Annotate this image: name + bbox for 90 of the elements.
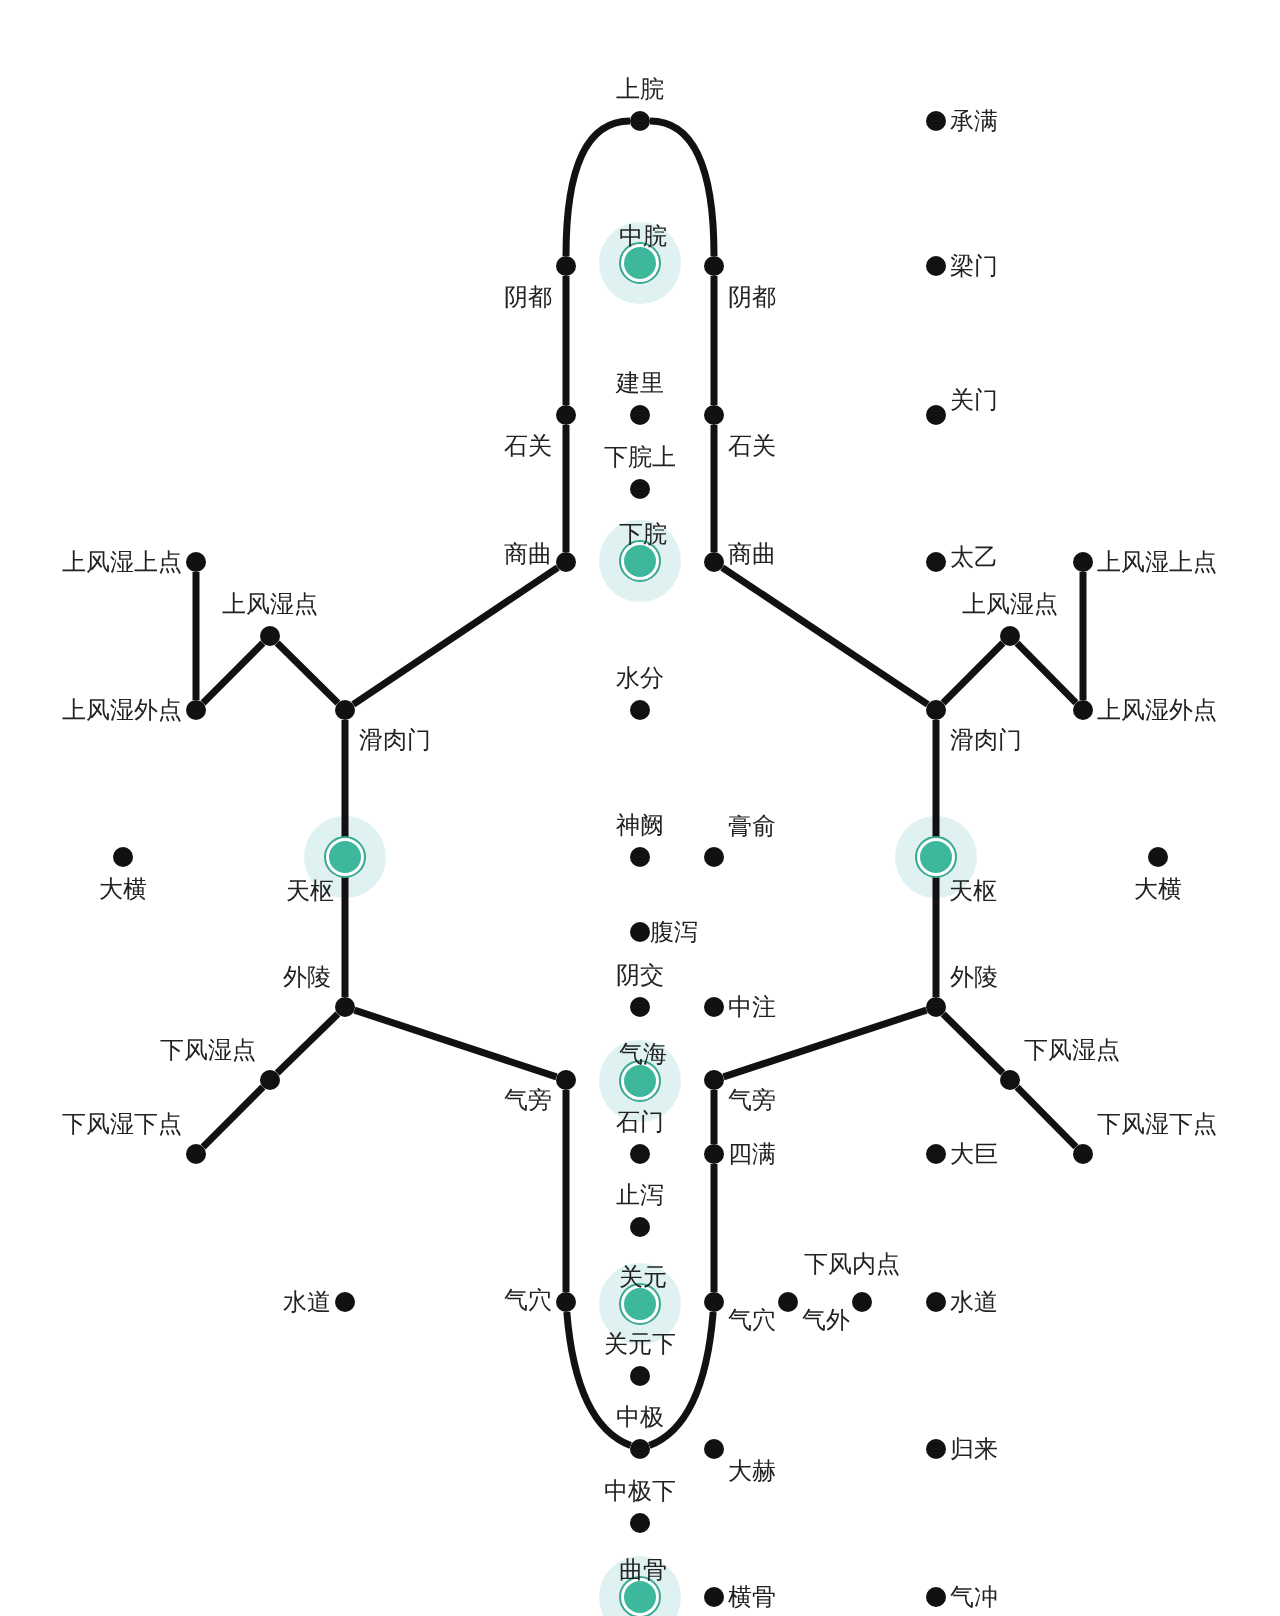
point-label: 四满 xyxy=(728,1142,776,1166)
point-label: 石关 xyxy=(504,434,552,458)
point-label: 气旁 xyxy=(504,1088,552,1112)
meridian-line xyxy=(341,876,349,997)
point-label: 建里 xyxy=(616,371,664,395)
meridian-line xyxy=(710,1090,718,1144)
meridian-line xyxy=(200,1084,266,1150)
meridian-line xyxy=(1014,640,1079,706)
meridian-line xyxy=(563,1311,633,1449)
meridian-line xyxy=(562,117,631,257)
meridian-line xyxy=(562,276,570,405)
point-label: 石门 xyxy=(616,1110,664,1134)
point-label: 外陵 xyxy=(283,965,331,989)
point-label: 下风湿点 xyxy=(160,1038,256,1062)
meridian-line xyxy=(274,1011,341,1076)
point-label: 商曲 xyxy=(728,542,776,566)
point-label: 外陵 xyxy=(950,965,998,989)
point-label: 上风湿外点 xyxy=(1097,698,1217,722)
point-label: 下脘 xyxy=(619,522,667,546)
point-label: 下风湿点 xyxy=(1024,1038,1120,1062)
point-label: 中极下 xyxy=(604,1479,676,1503)
meridian-line xyxy=(353,1006,558,1081)
meridian-line xyxy=(940,1011,1006,1076)
point-label: 上风湿上点 xyxy=(62,550,182,574)
meridian-line xyxy=(932,876,940,997)
point-label: 梁门 xyxy=(950,254,998,278)
point-label: 气海 xyxy=(619,1042,667,1066)
meridian-line xyxy=(710,1164,718,1292)
point-label: 承满 xyxy=(950,109,998,133)
point-label: 下脘上 xyxy=(604,445,676,469)
point-label: 关元 xyxy=(619,1265,667,1289)
point-label: 气穴 xyxy=(504,1288,552,1312)
point-label: 上风湿外点 xyxy=(62,698,182,722)
point-label: 上风湿点 xyxy=(962,592,1058,616)
point-label: 气旁 xyxy=(728,1088,776,1112)
point-label: 中脘 xyxy=(619,224,667,248)
meridian-line xyxy=(647,1311,717,1449)
point-label: 关门 xyxy=(950,388,998,412)
point-label: 大横 xyxy=(99,877,147,901)
point-label: 曲骨 xyxy=(619,1558,667,1582)
meridian-line xyxy=(351,564,560,708)
point-label: 阴都 xyxy=(728,285,776,309)
meridian-line xyxy=(932,720,940,838)
meridian-line xyxy=(274,640,341,706)
point-label: 归来 xyxy=(950,1437,998,1461)
point-label: 上风湿点 xyxy=(222,592,318,616)
meridian-line xyxy=(341,720,349,838)
point-label: 商曲 xyxy=(504,542,552,566)
meridian-line xyxy=(649,117,718,257)
point-label: 天枢 xyxy=(286,879,334,903)
point-label: 下风湿下点 xyxy=(1097,1112,1217,1136)
point-label: 大横 xyxy=(1134,877,1182,901)
point-label: 气外 xyxy=(802,1308,850,1332)
point-label: 横骨 xyxy=(728,1585,776,1609)
point-label: 腹泻 xyxy=(650,920,698,944)
point-label: 水道 xyxy=(283,1290,331,1314)
meridian-line xyxy=(722,1006,928,1081)
point-label: 气冲 xyxy=(950,1585,998,1609)
point-label: 关元下 xyxy=(604,1332,676,1356)
point-label: 大赫 xyxy=(728,1459,776,1483)
meridian-line xyxy=(710,276,718,405)
meridian-line xyxy=(710,425,718,552)
meridian-line xyxy=(1079,572,1087,700)
meridian-line xyxy=(192,572,200,700)
point-label: 上脘 xyxy=(616,77,664,101)
meridian-line xyxy=(1014,1084,1079,1150)
meridian-line xyxy=(720,564,930,708)
meridian-line xyxy=(940,640,1006,706)
point-label: 太乙 xyxy=(950,545,998,569)
point-label: 阴都 xyxy=(504,285,552,309)
point-label: 水分 xyxy=(616,666,664,690)
point-label: 气穴 xyxy=(728,1308,776,1332)
point-label: 中注 xyxy=(728,995,776,1019)
point-label: 上风湿上点 xyxy=(1097,550,1217,574)
meridian-line xyxy=(562,1090,570,1292)
point-label: 滑肉门 xyxy=(950,728,1022,752)
point-label: 止泻 xyxy=(616,1183,664,1207)
point-label: 大巨 xyxy=(950,1142,998,1166)
meridian-line xyxy=(200,640,266,706)
point-label: 阴交 xyxy=(616,963,664,987)
point-label: 下风内点 xyxy=(804,1252,900,1276)
point-label: 下风湿下点 xyxy=(62,1112,182,1136)
point-label: 滑肉门 xyxy=(359,728,431,752)
point-label: 神阙 xyxy=(616,813,664,837)
point-label: 水道 xyxy=(950,1290,998,1314)
point-label: 膏俞 xyxy=(728,814,776,838)
point-label: 石关 xyxy=(728,434,776,458)
meridian-line xyxy=(562,425,570,552)
point-label: 天枢 xyxy=(949,879,997,903)
point-label: 中极 xyxy=(616,1405,664,1429)
